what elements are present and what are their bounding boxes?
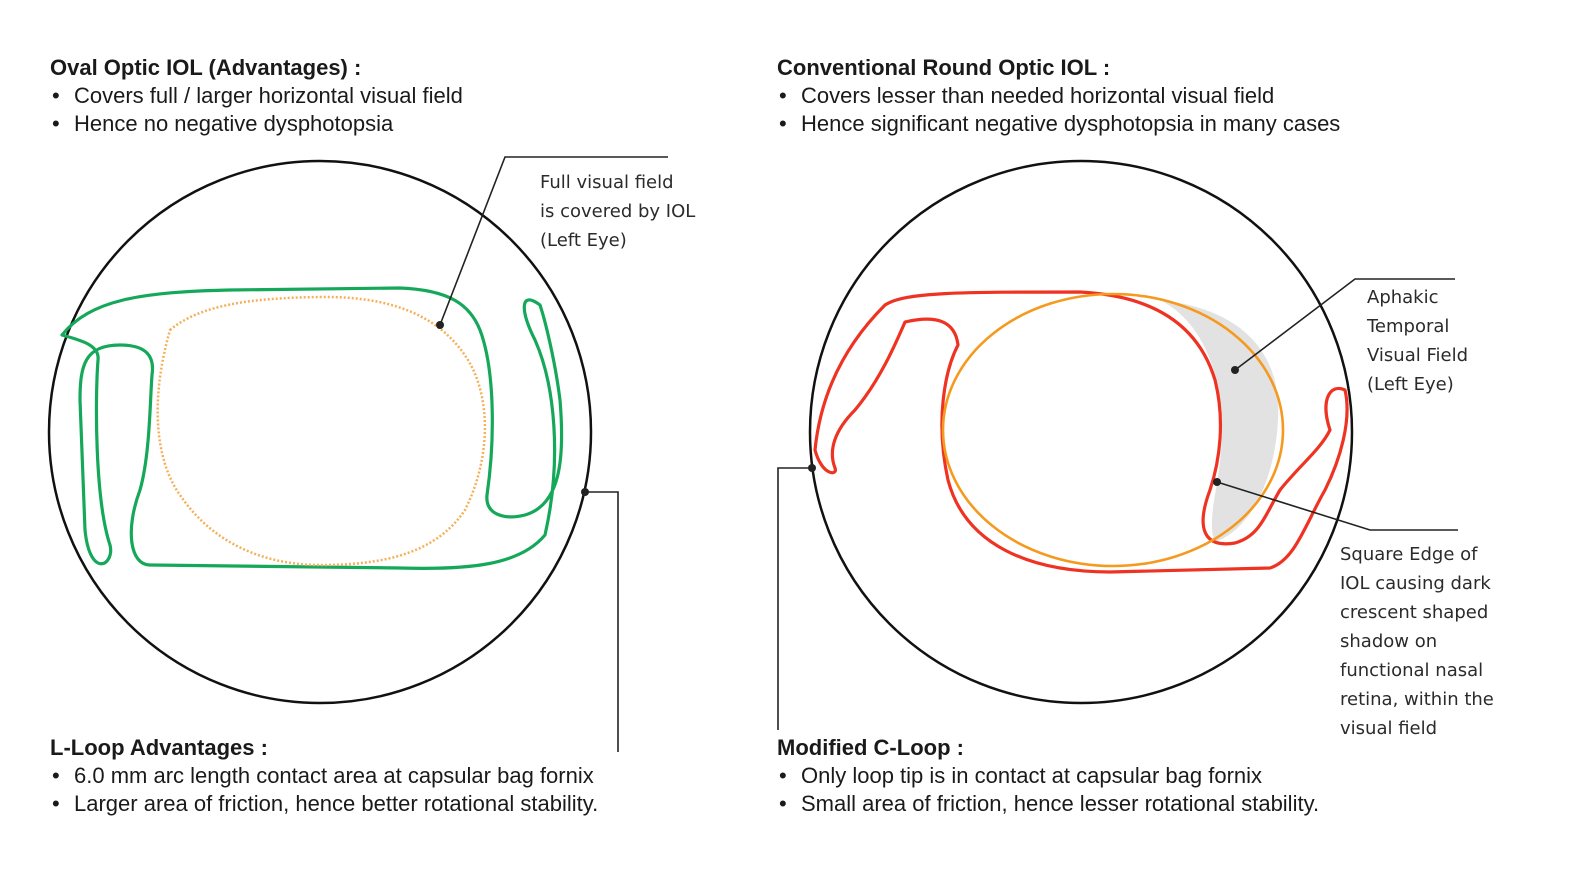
round-optic-list: Covers lesser than needed horizontal vis… [777, 82, 1340, 138]
aphakic-leader-dot [1231, 366, 1239, 374]
aphakic-leader [1234, 278, 1455, 371]
list-item: Hence significant negative dysphotopsia … [777, 110, 1340, 138]
oval-optic-block: Oval Optic IOL (Advantages) : Covers ful… [50, 54, 463, 138]
full-field-leader [439, 156, 668, 326]
list-item: Larger area of friction, hence better ro… [50, 790, 598, 818]
list-item: Covers full / larger horizontal visual f… [50, 82, 463, 110]
list-item: 6.0 mm arc length contact area at capsul… [50, 762, 598, 790]
c-loop-leader-dot [808, 464, 816, 472]
l-loop-block: L-Loop Advantages : 6.0 mm arc length co… [50, 734, 598, 818]
list-item: Hence no negative dysphotopsia [50, 110, 463, 138]
square-edge-leader-dot [1213, 478, 1221, 486]
full-field-leader-dot [436, 321, 444, 329]
c-loop-block: Modified C-Loop : Only loop tip is in co… [777, 734, 1319, 818]
l-loop-leader-dot [581, 488, 589, 496]
oval-iol-figure [47, 156, 668, 752]
left-capsular-outline [47, 159, 593, 705]
round-optic-edge [941, 292, 1285, 568]
l-loop-heading: L-Loop Advantages : [50, 735, 268, 760]
list-item: Covers lesser than needed horizontal vis… [777, 82, 1340, 110]
square-edge-leader [1216, 481, 1458, 531]
c-loop-leader [777, 467, 812, 730]
oval-optic-list: Covers full / larger horizontal visual f… [50, 82, 463, 138]
round-iol-figure [777, 159, 1458, 730]
round-optic-block: Conventional Round Optic IOL : Covers le… [777, 54, 1340, 138]
list-item: Small area of friction, hence lesser rot… [777, 790, 1319, 818]
list-item: Only loop tip is in contact at capsular … [777, 762, 1319, 790]
green-l-loop-haptic [60, 286, 564, 570]
l-loop-list: 6.0 mm arc length contact area at capsul… [50, 762, 598, 818]
l-loop-leader [585, 491, 619, 752]
oval-optic-edge [156, 295, 487, 567]
full-field-annotation: Full visual field is covered by IOL (Lef… [540, 172, 696, 251]
c-loop-list: Only loop tip is in contact at capsular … [777, 762, 1319, 818]
oval-optic-heading: Oval Optic IOL (Advantages) : [50, 55, 362, 80]
square-edge-annotation: Square Edge of IOL causing dark crescent… [1340, 544, 1494, 739]
round-optic-heading: Conventional Round Optic IOL : [777, 55, 1111, 80]
right-capsular-outline [808, 159, 1354, 705]
c-loop-heading: Modified C-Loop : [777, 735, 964, 760]
aphakic-field-annotation: Aphakic Temporal Visual Field (Left Eye) [1367, 287, 1469, 395]
